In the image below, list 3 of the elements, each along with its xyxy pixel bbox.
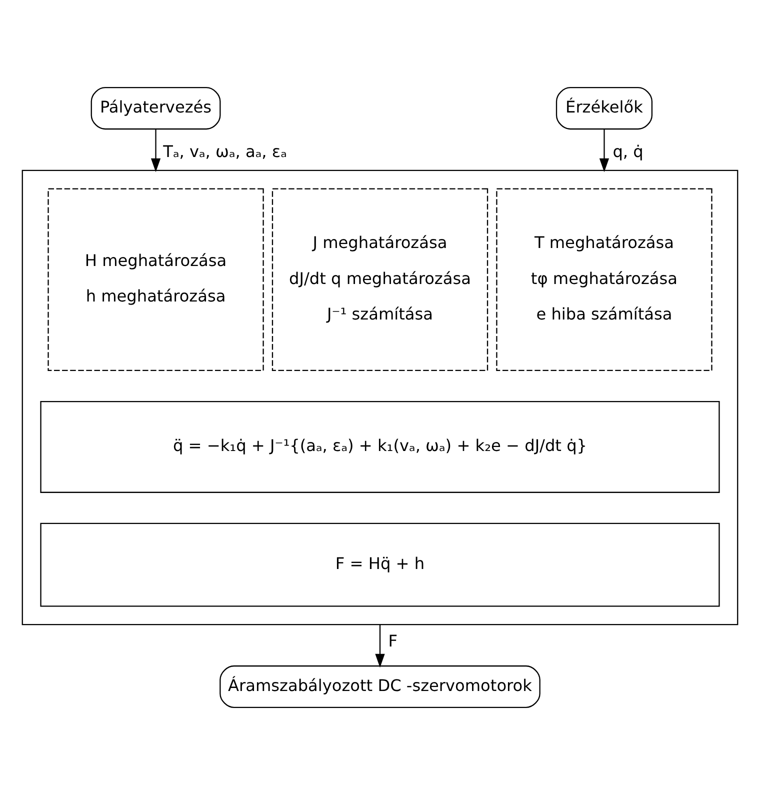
edge-label: q, q̇	[612, 141, 644, 160]
edge-label: Tₐ, vₐ, ωₐ, aₐ, εₐ	[163, 141, 287, 160]
edge-label: F	[388, 631, 398, 650]
